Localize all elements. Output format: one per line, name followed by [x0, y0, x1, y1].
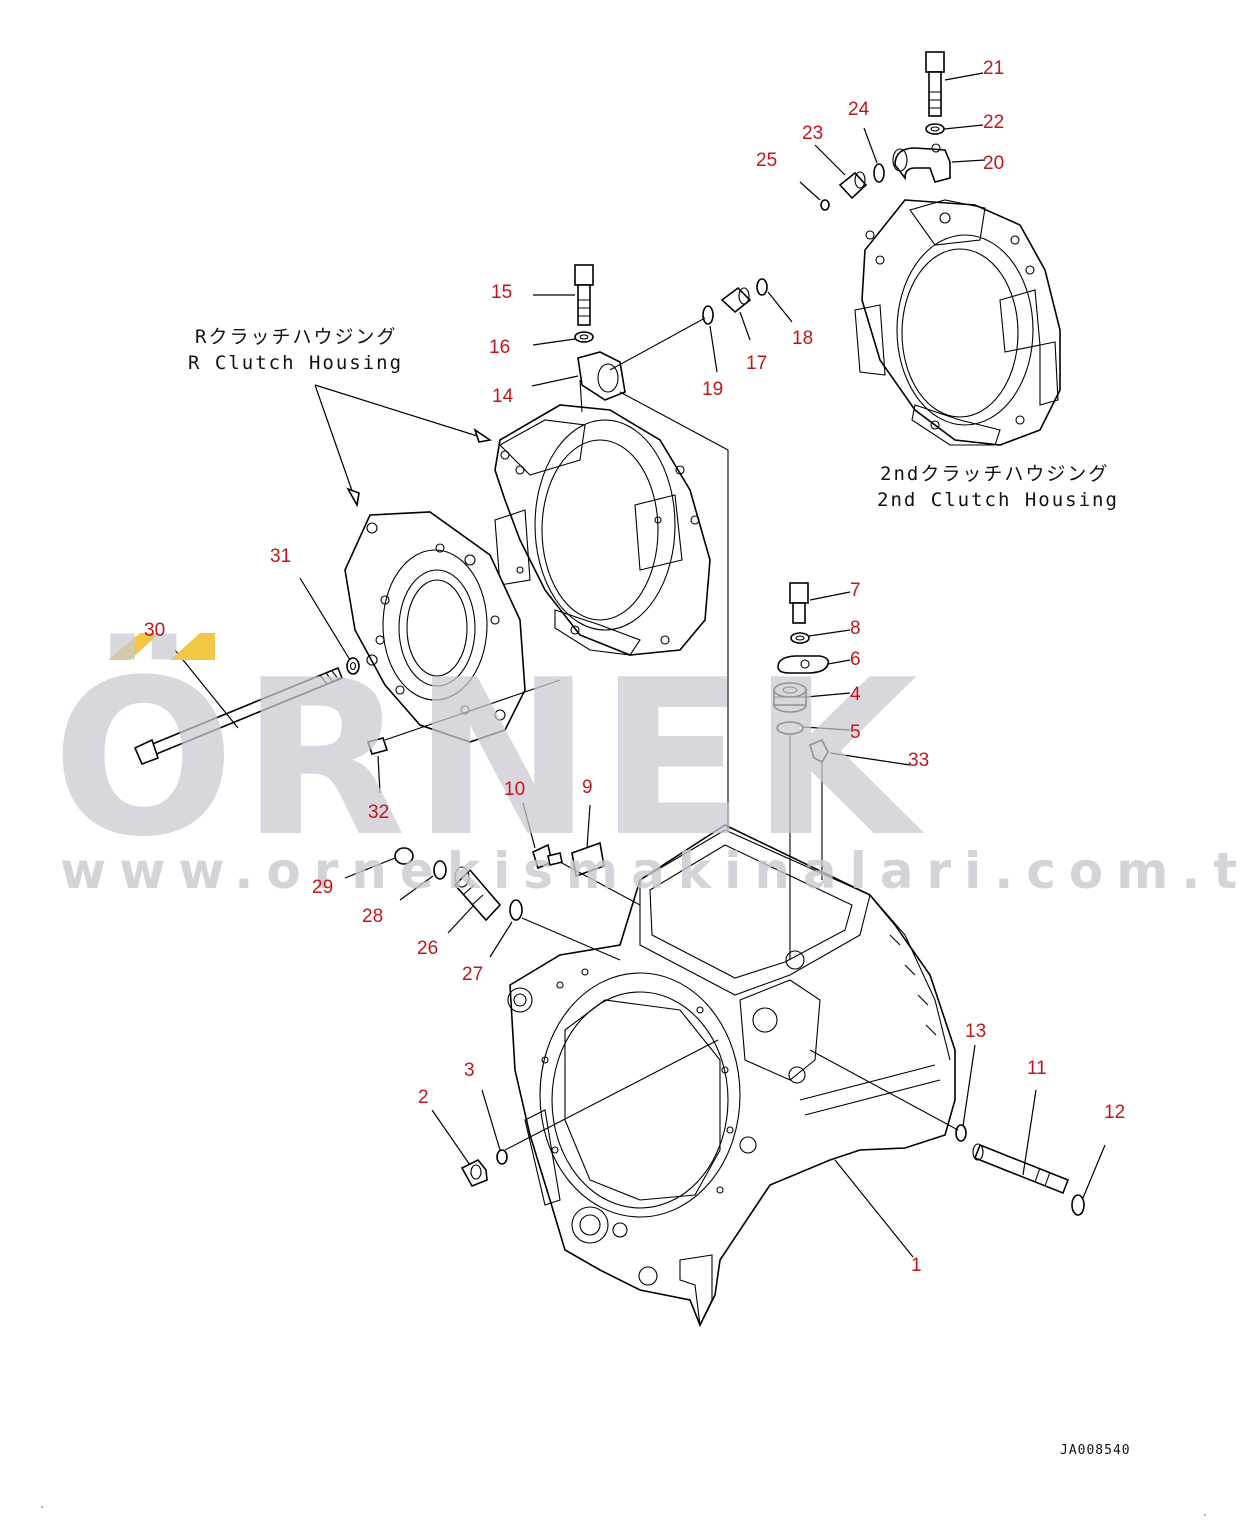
pipe-26	[453, 866, 502, 922]
washer-22	[925, 123, 945, 135]
long-bolt-30	[133, 666, 344, 766]
o-ring-28	[433, 860, 447, 880]
label-part-10: 10	[504, 779, 525, 800]
label-part-18: 18	[792, 328, 813, 349]
watermark-brand: ÖRNEK	[52, 633, 925, 884]
label-part-12: 12	[1104, 1102, 1125, 1123]
o-ring-18	[756, 278, 768, 296]
watermark-url: www.ornekismakinalari.com.tr	[60, 842, 1243, 900]
label-part-2: 2	[418, 1087, 429, 1108]
label-part-25: 25	[756, 150, 777, 171]
label-part-15: 15	[491, 282, 512, 303]
scan-speck-right	[1204, 1514, 1206, 1516]
second-clutch-caption-jp: 2ndクラッチハウジング	[880, 463, 1109, 485]
label-part-24: 24	[848, 99, 870, 120]
label-part-6: 6	[850, 649, 861, 670]
label-part-8: 8	[850, 618, 861, 639]
o-ring-13	[955, 1124, 967, 1142]
sleeve-4	[773, 682, 807, 713]
label-part-16: 16	[489, 337, 510, 358]
tube-11	[972, 1143, 1070, 1195]
label-part-14: 14	[492, 386, 514, 407]
plug-2	[460, 1158, 488, 1188]
label-part-5: 5	[850, 722, 861, 743]
fitting-33	[809, 738, 829, 764]
label-part-32: 32	[368, 802, 389, 823]
label-part-9: 9	[582, 777, 593, 798]
label-part-7: 7	[850, 580, 861, 601]
cover-plate	[344, 511, 526, 743]
label-part-29: 29	[312, 877, 333, 898]
bracket-14	[577, 351, 626, 401]
plate-9	[571, 841, 605, 878]
o-ring-12	[1071, 1194, 1085, 1216]
label-part-22: 22	[983, 112, 1004, 133]
o-ring-27	[509, 899, 523, 921]
label-part-21: 21	[983, 58, 1004, 79]
pin-32	[366, 737, 389, 755]
washer-8	[790, 632, 810, 644]
o-ring-25	[820, 199, 830, 211]
transmission-case-1	[507, 824, 956, 1327]
label-part-23: 23	[802, 123, 823, 144]
ornek-watermark: ÖRNEK www.ornekismakinalari.com.tr	[52, 633, 1243, 900]
part-number-labels: 1 2 3 4 5 6 7 8 9 10 11 12 13 14 15 16 1…	[144, 58, 1125, 1276]
plug-17	[720, 286, 752, 314]
r-clutch-housing	[494, 404, 711, 656]
bolt-21	[925, 51, 945, 117]
label-part-3: 3	[464, 1060, 475, 1081]
label-part-1: 1	[911, 1255, 922, 1276]
plug-23	[838, 171, 868, 200]
label-part-13: 13	[965, 1021, 986, 1042]
label-part-27: 27	[462, 964, 483, 985]
o-ring-3	[496, 1149, 508, 1165]
label-part-17: 17	[746, 353, 767, 374]
r-clutch-caption-en: R Clutch Housing	[188, 352, 403, 374]
bolt-7	[789, 582, 809, 624]
label-part-33: 33	[908, 750, 929, 771]
watermark-accent-right	[170, 633, 215, 660]
label-part-28: 28	[362, 906, 383, 927]
second-clutch-housing	[854, 199, 1061, 446]
scan-speck-left	[41, 1506, 43, 1508]
label-part-30: 30	[144, 620, 165, 641]
label-part-4: 4	[850, 684, 861, 705]
r-clutch-caption-jp: Rクラッチハウジング	[195, 326, 397, 348]
label-part-20: 20	[983, 153, 1004, 174]
o-ring-5	[776, 721, 804, 735]
label-part-31: 31	[270, 546, 291, 567]
bolt-15	[574, 264, 594, 326]
o-ring-19	[702, 305, 714, 325]
watermark-accent-left	[108, 633, 160, 660]
breather-10	[532, 843, 563, 870]
second-clutch-caption-en: 2nd Clutch Housing	[877, 489, 1119, 511]
o-ring-29	[394, 847, 414, 865]
drawing-code: JA008540	[1060, 1443, 1131, 1458]
label-part-19: 19	[702, 379, 723, 400]
label-part-11: 11	[1027, 1058, 1047, 1079]
washer-16	[574, 331, 594, 343]
washer-31	[346, 657, 360, 675]
leader-lines	[174, 72, 1106, 1258]
label-part-26: 26	[417, 938, 438, 959]
o-ring-24	[873, 163, 885, 183]
elbow-fitting-20	[892, 143, 951, 183]
